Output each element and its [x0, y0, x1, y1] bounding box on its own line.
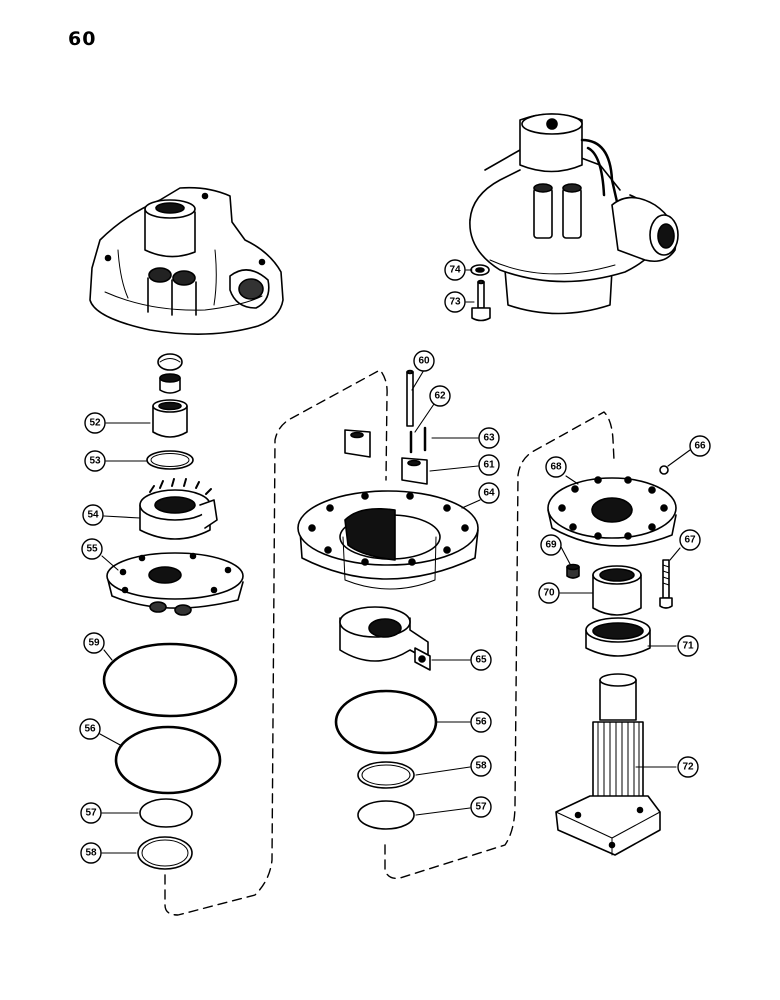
callout-72: 72: [677, 756, 699, 778]
callout-69: 69: [540, 534, 562, 556]
svg-text:68: 68: [550, 462, 562, 473]
callout-56-center: 56: [470, 711, 492, 733]
callout-74: 74: [444, 259, 466, 281]
center-column-parts: [297, 369, 479, 830]
callout-68: 68: [545, 456, 567, 478]
svg-text:58: 58: [85, 848, 97, 859]
callout-59: 59: [83, 632, 105, 654]
assembled-unit-right: [469, 113, 679, 315]
svg-text:74: 74: [449, 265, 461, 276]
callout-52: 52: [84, 412, 106, 434]
callout-61: 61: [478, 454, 500, 476]
callout-leaders: [99, 269, 691, 854]
callout-58-center: 58: [470, 755, 492, 777]
svg-text:70: 70: [543, 588, 555, 599]
svg-text:69: 69: [545, 540, 557, 551]
left-column-parts: [102, 353, 244, 870]
svg-text:54: 54: [87, 510, 99, 521]
page-number: 60: [68, 28, 97, 50]
svg-text:62: 62: [434, 391, 446, 402]
callout-53: 53: [84, 450, 106, 472]
callout-71: 71: [677, 635, 699, 657]
right-column-parts: [470, 264, 677, 856]
dashed-assembly-lines: [164, 369, 615, 916]
svg-text:71: 71: [682, 641, 694, 652]
callout-67: 67: [679, 529, 701, 551]
svg-text:52: 52: [89, 418, 101, 429]
callout-54: 54: [82, 504, 104, 526]
callout-57-left: 57: [80, 802, 102, 824]
svg-text:72: 72: [682, 762, 694, 773]
svg-text:58: 58: [475, 761, 487, 772]
svg-text:55: 55: [86, 544, 98, 555]
callout-60: 60: [413, 350, 435, 372]
callout-56-left: 56: [79, 718, 101, 740]
svg-text:57: 57: [85, 808, 97, 819]
upper-housing-left: [89, 186, 284, 335]
callout-73: 73: [444, 291, 466, 313]
svg-text:67: 67: [684, 535, 696, 546]
svg-text:53: 53: [89, 456, 101, 467]
callout-70: 70: [538, 582, 560, 604]
svg-text:63: 63: [483, 433, 495, 444]
svg-text:59: 59: [88, 638, 100, 649]
svg-text:61: 61: [483, 460, 495, 471]
svg-text:60: 60: [418, 356, 430, 367]
callout-62: 62: [429, 385, 451, 407]
svg-text:73: 73: [449, 297, 461, 308]
callout-58-left: 58: [80, 842, 102, 864]
svg-text:57: 57: [475, 802, 487, 813]
callout-63: 63: [478, 427, 500, 449]
callout-55: 55: [81, 538, 103, 560]
callout-57-center: 57: [470, 796, 492, 818]
callout-65: 65: [470, 649, 492, 671]
callout-64: 64: [478, 482, 500, 504]
svg-text:56: 56: [84, 724, 96, 735]
svg-text:64: 64: [483, 488, 495, 499]
svg-text:56: 56: [475, 717, 487, 728]
svg-text:65: 65: [475, 655, 487, 666]
svg-text:66: 66: [694, 441, 706, 452]
callout-66: 66: [689, 435, 711, 457]
